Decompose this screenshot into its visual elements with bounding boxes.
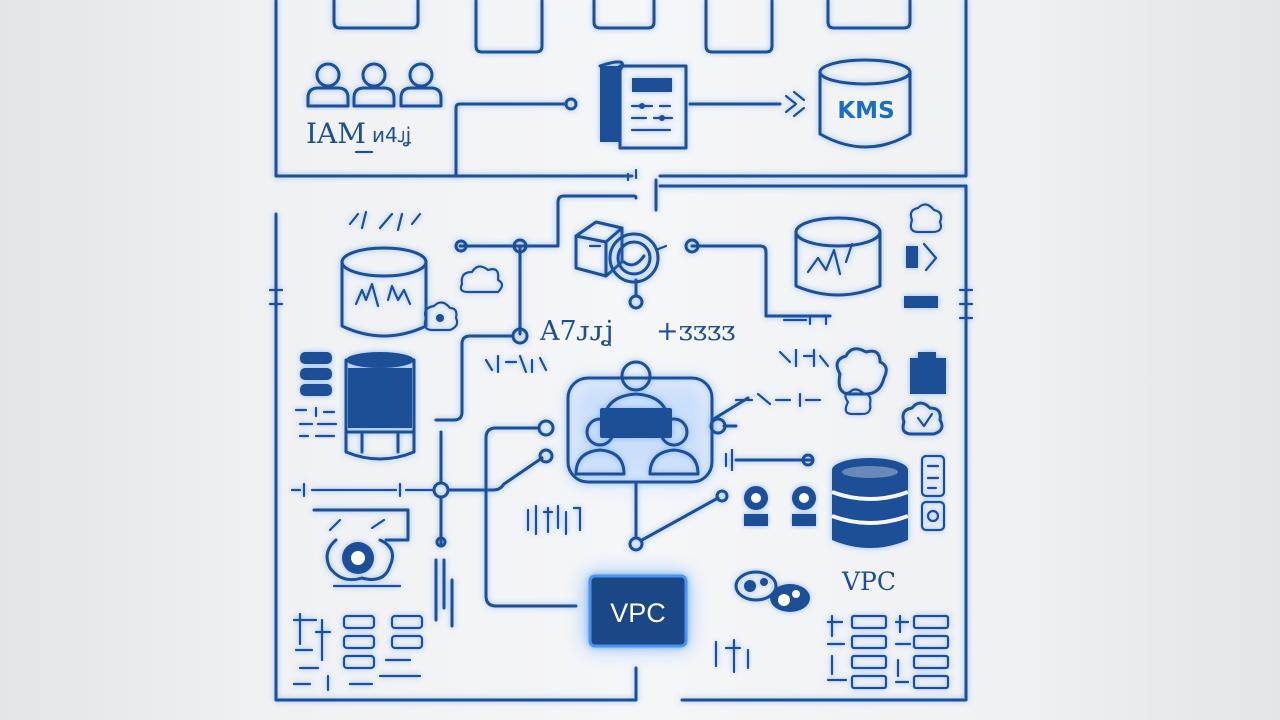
top-box-1: [332, 0, 420, 30]
iam-to-server-line: [454, 102, 568, 178]
top-service-boxes: [332, 0, 912, 54]
database-stack-icon-small: [300, 352, 332, 396]
team-lead-avatar: [620, 360, 652, 392]
central-connectors: [434, 168, 832, 422]
team-node-connectors: [484, 392, 822, 608]
database-stack-icon: [831, 458, 909, 548]
webcam-icon-2: [792, 486, 816, 526]
box-icon: [574, 220, 624, 278]
cloud-icon: [901, 401, 944, 436]
top-panel-border-left: [274, 0, 634, 178]
top-box-3: [592, 0, 656, 30]
box-to-right-line: [690, 244, 832, 318]
webcam-icon-1: [744, 486, 768, 526]
lower-panel-border-right: [680, 184, 968, 702]
left-loop-to-vpc: [484, 426, 578, 608]
team-member-avatar-left: [585, 417, 615, 447]
vpc-main-label: VPC: [610, 598, 666, 628]
left-horizontal-connector: [290, 430, 554, 628]
cloud-icon-left: [423, 265, 504, 332]
kms-label: KMS: [837, 98, 894, 124]
glyph-cluster-2: [526, 504, 582, 536]
rack-caption-glyphs: [294, 406, 338, 438]
vpc-side-label: VPC: [841, 567, 896, 596]
diagram-frame: [268, 0, 974, 702]
top-box-5: [826, 0, 912, 30]
left-drop-lines: [434, 495, 454, 628]
storage-top-glyph: [348, 210, 422, 232]
glyph-cluster-1: [484, 354, 548, 374]
team-right-ticks: [724, 448, 734, 472]
gear-cluster-icon: [734, 570, 810, 612]
team-right-upper-link: [710, 396, 750, 422]
user-icon-3: [399, 62, 443, 108]
kms-connector-glyph: [784, 90, 806, 118]
code-label-right: +ᴣᴣᴣᴣ: [656, 316, 736, 347]
top-box-4: [704, 0, 774, 54]
iam-label: IAM: [306, 117, 366, 150]
top-panel-border-right: [658, 0, 968, 178]
right-glyph-cluster: [778, 348, 830, 368]
storage-cylinder-icon: [340, 246, 428, 338]
iam-sub-label: ᴎ4ᴊʝ: [372, 123, 412, 147]
lower-panel-border-left: [274, 212, 638, 702]
left-down-line: [434, 334, 515, 422]
left-branch-line: [458, 244, 522, 336]
left-border-ticks: [268, 288, 284, 306]
vpc-main-node[interactable]: VPC: [588, 574, 688, 648]
iam-server-node: [564, 97, 578, 111]
panel-junction-ticks: [626, 168, 638, 182]
gear-badge-icon: [312, 508, 410, 588]
right-rail-glyphs: [920, 454, 946, 532]
top-box-2: [474, 0, 544, 54]
server-book-icon: [454, 60, 806, 178]
right-connector-glyph: [782, 314, 828, 326]
user-group-icon: [306, 62, 443, 108]
chart-cylinder-icon: [794, 216, 882, 297]
team-to-webcam-line: [640, 496, 720, 542]
right-mini-icons: [904, 203, 943, 308]
left-to-center-line: [446, 456, 544, 492]
kms-database-icon: [818, 58, 912, 149]
cloud-gear-icon: [835, 347, 946, 436]
user-icon-1: [306, 62, 350, 108]
vpc-under-glyphs: [714, 638, 750, 674]
right-border-ticks: [958, 288, 974, 320]
box-to-left-line: [518, 194, 638, 248]
user-icon-2: [352, 62, 396, 108]
bottom-left-glyph-table: [292, 612, 424, 692]
team-member-avatar-right: [659, 417, 689, 447]
gateway-circle-icon: [608, 232, 668, 284]
team-right-glyph: [734, 392, 822, 408]
bottom-right-glyph-table: [826, 614, 950, 690]
code-label-left: A7ᴊᴊʝ: [539, 316, 613, 347]
server-rack-icon: [344, 352, 416, 461]
